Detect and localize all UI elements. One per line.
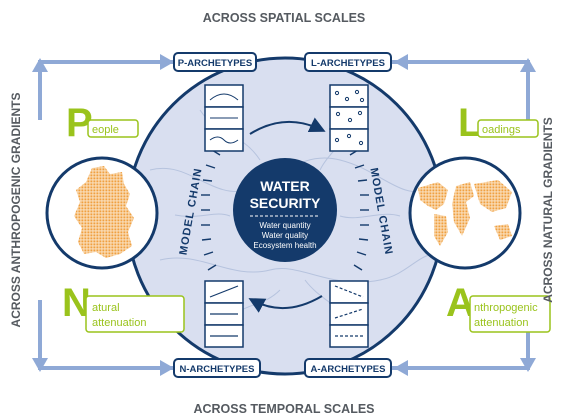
top-cycle-arrow [249,117,326,135]
people-label-box [87,119,139,138]
edge-bottom-title: ACROSS TEMPORAL SCALES [193,402,374,416]
center-circle [233,158,337,262]
p-archetype-curves [209,93,239,144]
anthropogenic-label-box [469,295,551,333]
natural-label-box [85,295,185,333]
natural-label-line1: atural [92,302,120,314]
natural-label-line2: attenuation [92,317,146,329]
l-archetype-dots [334,89,365,146]
n-archetype-lines [209,285,239,337]
edge-right-title: ACROSS NATURAL GRADIENTS [541,117,555,303]
anthropogenic-label-line1: nthropogenic [474,302,538,314]
n-archetypes-tag: N-ARCHETYPES [180,364,255,375]
center-item-1: Water quantity [259,221,310,230]
p-archetypes-tag: P-ARCHETYPES [178,58,252,69]
a-archetypes-tag-box [304,358,392,378]
p-archetypes-tag-box [173,52,257,72]
n-archetypes-tag-box [173,358,261,378]
center-title-line2: SECURITY [250,195,321,211]
loadings-label: oadings [482,124,521,136]
l-archetypes-tag: L-ARCHETYPES [311,58,385,69]
arrowheads [32,54,536,376]
germany-map-icon [74,166,134,258]
loadings-label-box [477,119,539,138]
l-archetype-icons [329,84,369,152]
l-archetypes-tag-box [304,52,392,72]
anthropogenic-label-line2: attenuation [474,317,528,329]
bottom-cycle-arrow [248,295,323,313]
a-archetypes-tag: A-ARCHETYPES [311,364,386,375]
center-item-2: Water quality [262,231,308,240]
center-title-line1: WATER [260,178,310,194]
top-left-arrow [38,60,175,120]
center-item-3: Ecosystem health [253,241,316,250]
edge-left-title: ACROSS ANTHROPOGENIC GRADIENTS [9,93,23,328]
edge-top-title: ACROSS SPATIAL SCALES [203,11,366,25]
a-archetype-dashes [334,285,364,337]
a-archetype-icons [329,280,369,348]
people-label: eople [92,124,119,136]
world-map-icon [418,180,512,246]
